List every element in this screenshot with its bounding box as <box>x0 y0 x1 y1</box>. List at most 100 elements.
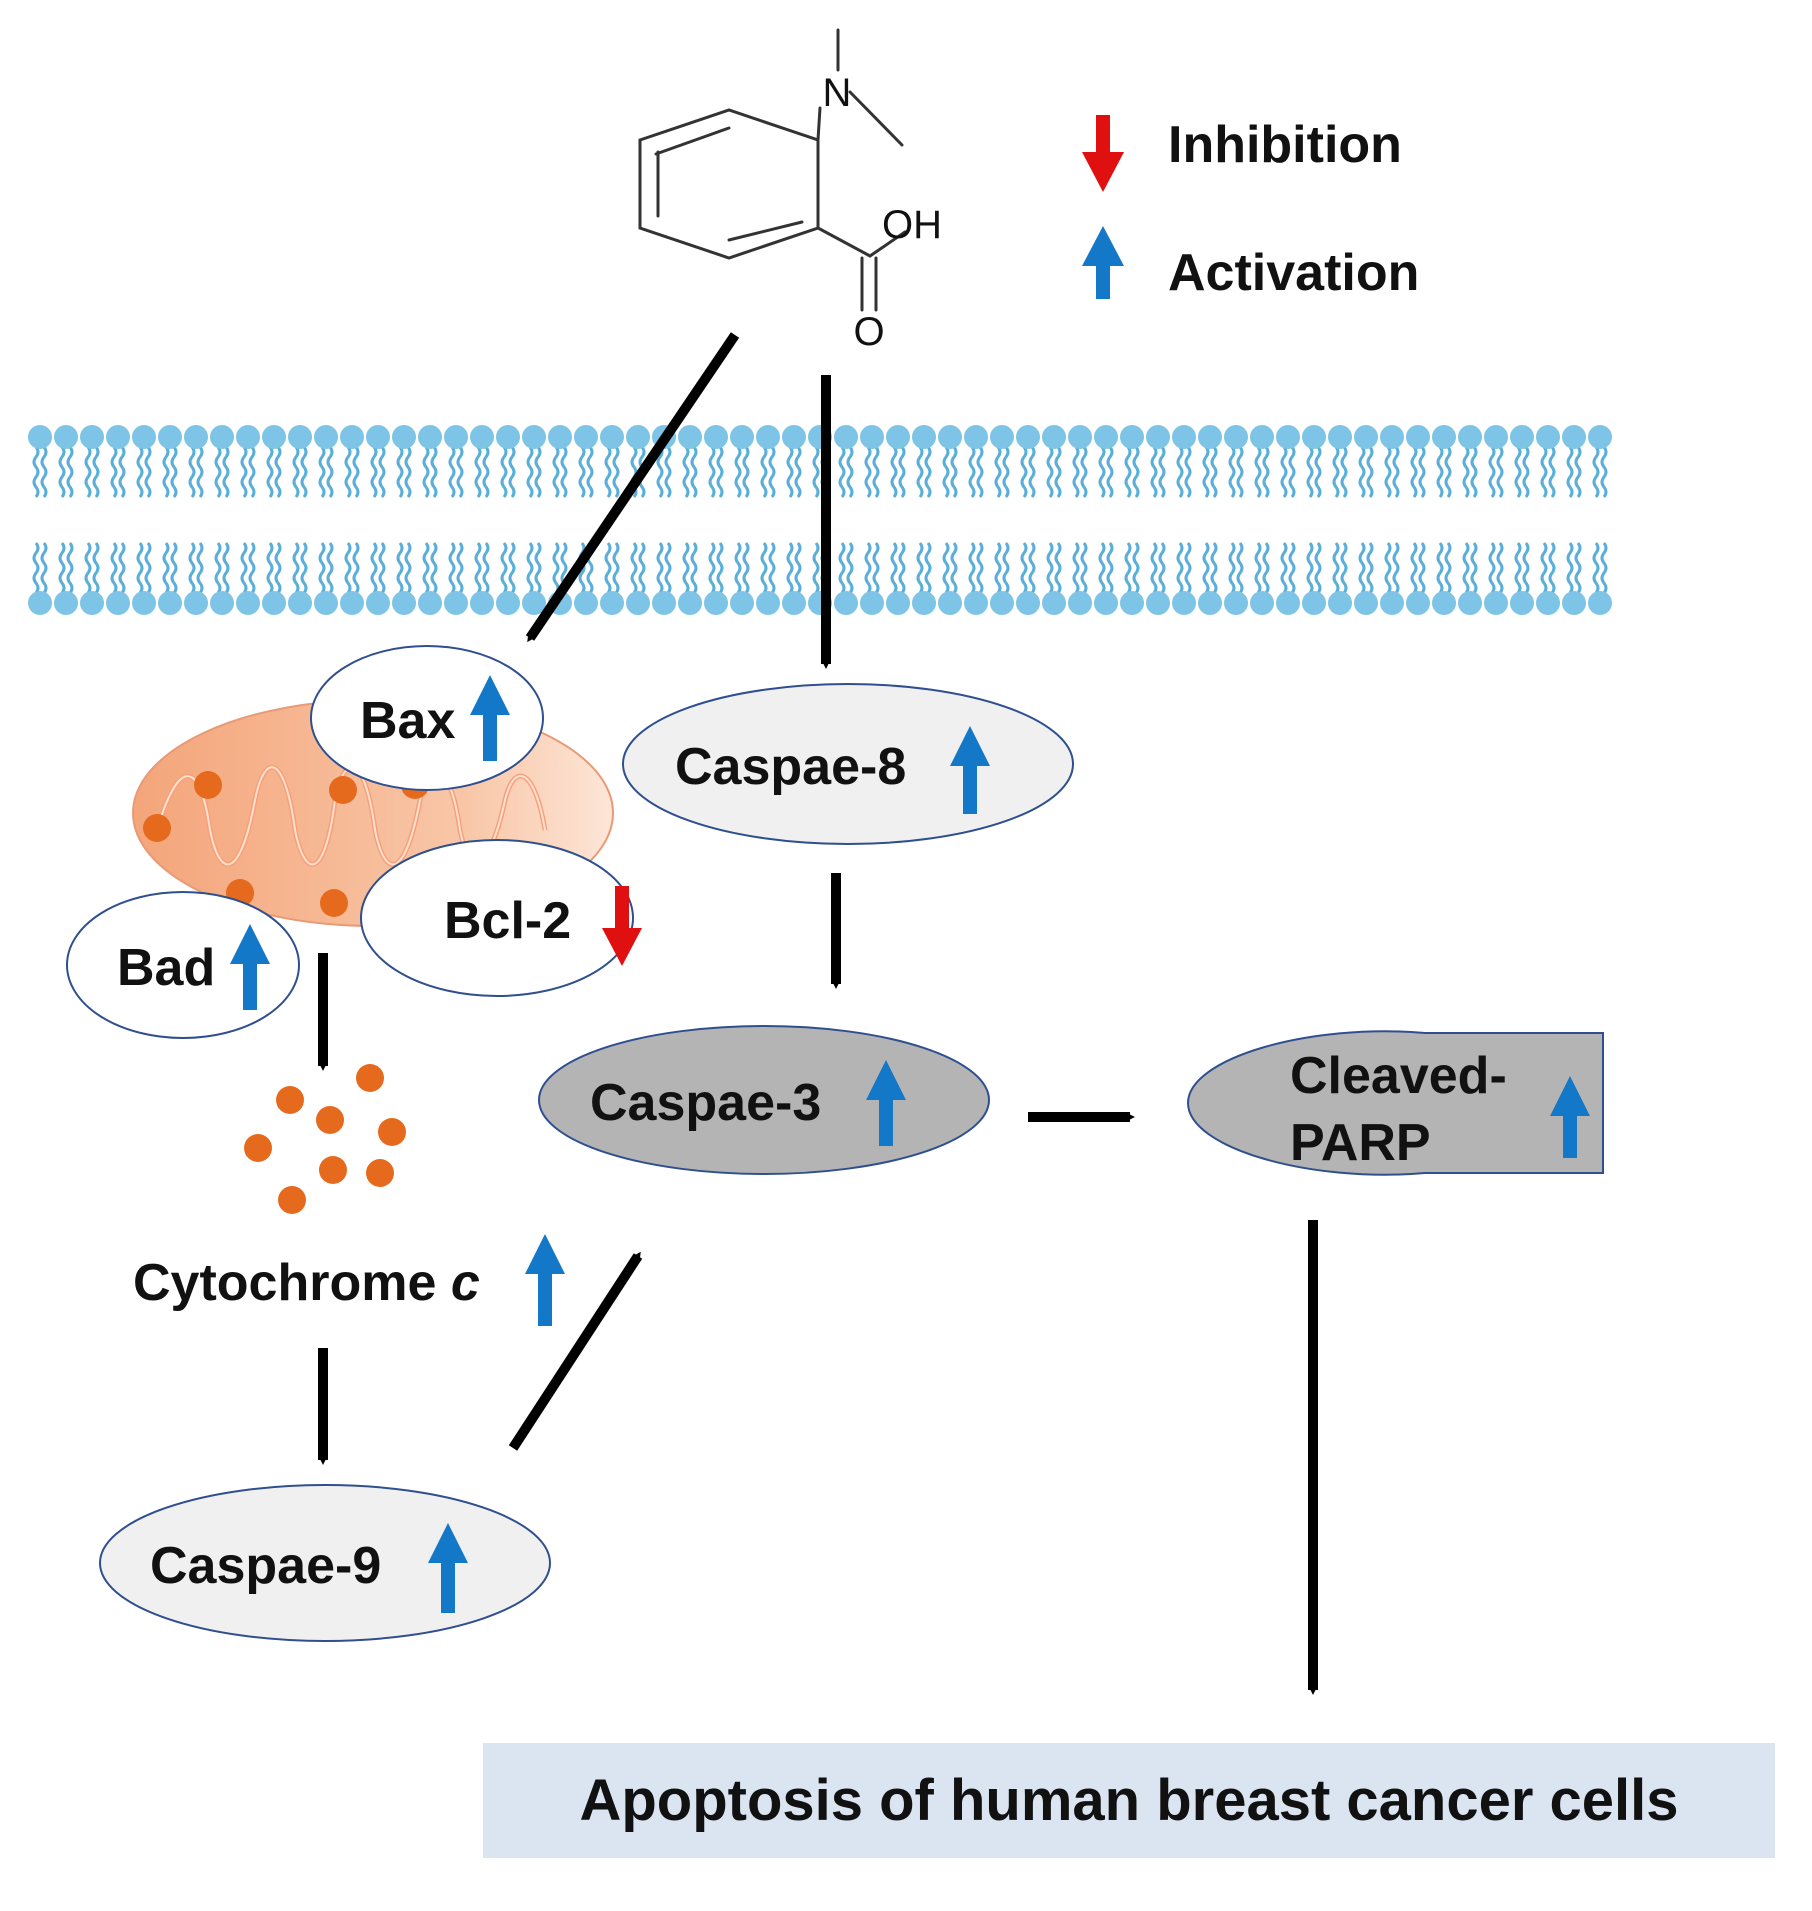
lipid-tail <box>1366 446 1374 498</box>
lipid-head <box>288 591 312 615</box>
lipid-tail <box>1124 542 1132 594</box>
lipid-tail <box>812 446 820 498</box>
lipid-head <box>1120 425 1144 449</box>
lipid-head <box>1016 591 1040 615</box>
lipid-tail <box>1158 542 1166 594</box>
lipid-tail <box>742 542 750 594</box>
lipid-tail <box>448 446 456 498</box>
lipid-head <box>236 425 260 449</box>
lipid-tail <box>1184 542 1192 594</box>
bad-label: Bad <box>117 939 215 997</box>
lipid-tail <box>1254 542 1262 594</box>
lipid-tail <box>222 446 230 498</box>
lipid-tail <box>794 542 802 594</box>
lipid-tail <box>456 542 464 594</box>
lipid-head <box>1250 425 1274 449</box>
lipid-head <box>600 591 624 615</box>
lipid-head <box>1042 425 1066 449</box>
lipid-tail <box>1540 446 1548 498</box>
lipid-head <box>1354 425 1378 449</box>
lipid-tail <box>534 542 542 594</box>
lipid-tail <box>898 446 906 498</box>
lipid-tail <box>1236 542 1244 594</box>
lipid-head <box>106 591 130 615</box>
caspase-3-up-arrow-icon <box>866 1060 906 1146</box>
lipid-tail <box>950 446 958 498</box>
lipid-tail <box>994 542 1002 594</box>
lipid-head <box>1016 425 1040 449</box>
lipid-tail <box>422 446 430 498</box>
lipid-head <box>1328 425 1352 449</box>
lipid-head <box>522 591 546 615</box>
lipid-head <box>1562 425 1586 449</box>
lipid-tail <box>240 446 248 498</box>
lipid-head <box>522 425 546 449</box>
lipid-head <box>1588 425 1612 449</box>
lipid-tail <box>794 446 802 498</box>
lipid-tail <box>708 542 716 594</box>
lipid-tail <box>1072 446 1080 498</box>
lipid-tail <box>864 542 872 594</box>
lipid-tail <box>630 542 638 594</box>
lipid-tail <box>1522 542 1530 594</box>
cytochrome-c-label: Cytochrome c <box>133 1254 480 1312</box>
bax-label: Bax <box>360 692 455 750</box>
lipid-tail <box>1592 542 1600 594</box>
node-cytochrome-c: Cytochrome c <box>133 1234 565 1326</box>
lipid-head <box>756 425 780 449</box>
lipid-head <box>938 425 962 449</box>
benzene-ring <box>638 108 820 260</box>
lipid-tail <box>404 542 412 594</box>
lipid-tail <box>1358 542 1366 594</box>
lipid-tail <box>292 446 300 498</box>
lipid-head <box>1276 425 1300 449</box>
lipid-tail <box>552 542 560 594</box>
cytochrome-c-particles <box>244 1064 406 1214</box>
caspase-8-up-arrow-icon <box>950 726 990 814</box>
lipid-tail <box>682 446 690 498</box>
lipid-tail <box>1002 446 1010 498</box>
lipid-head <box>1458 591 1482 615</box>
lipid-head <box>184 425 208 449</box>
lipid-head <box>1120 591 1144 615</box>
bcl-2-down-arrow-icon <box>602 886 642 966</box>
cell-membrane-bilayer <box>28 425 1612 615</box>
lipid-head <box>496 591 520 615</box>
lipid-head <box>262 425 286 449</box>
lipid-tail <box>300 542 308 594</box>
lipid-head <box>1432 425 1456 449</box>
lipid-tail <box>196 446 204 498</box>
lipid-head <box>210 425 234 449</box>
c-carboxyl-bond <box>816 226 872 258</box>
lipid-head <box>834 425 858 449</box>
lipid-head <box>886 591 910 615</box>
lipid-tail <box>786 542 794 594</box>
lipid-tail <box>1496 446 1504 498</box>
lipid-tail <box>40 542 48 594</box>
lipid-head <box>1146 591 1170 615</box>
lipid-tail <box>292 542 300 594</box>
lipid-tail <box>344 542 352 594</box>
lipid-tail <box>1028 446 1036 498</box>
lipid-tail <box>1228 446 1236 498</box>
lipid-tail <box>1540 542 1548 594</box>
lipid-tail <box>1410 542 1418 594</box>
lipid-head <box>964 425 988 449</box>
lipid-head <box>418 425 442 449</box>
lipid-head <box>1354 591 1378 615</box>
lipid-head <box>1224 591 1248 615</box>
dimethylaminobenzoic-acid-structure <box>638 28 907 312</box>
lipid-head <box>704 425 728 449</box>
lipid-tail <box>872 446 880 498</box>
lipid-tail <box>378 542 386 594</box>
lipid-tail <box>950 542 958 594</box>
lipid-head <box>80 591 104 615</box>
lipid-head <box>574 591 598 615</box>
lipid-tail <box>1410 446 1418 498</box>
node-cleaved-parp: Cleaved- PARP <box>1186 1030 1604 1176</box>
lipid-head <box>1510 425 1534 449</box>
lipid-tail <box>1496 542 1504 594</box>
lipid-tail <box>170 446 178 498</box>
lipid-tail <box>274 542 282 594</box>
lipid-tail <box>560 446 568 498</box>
